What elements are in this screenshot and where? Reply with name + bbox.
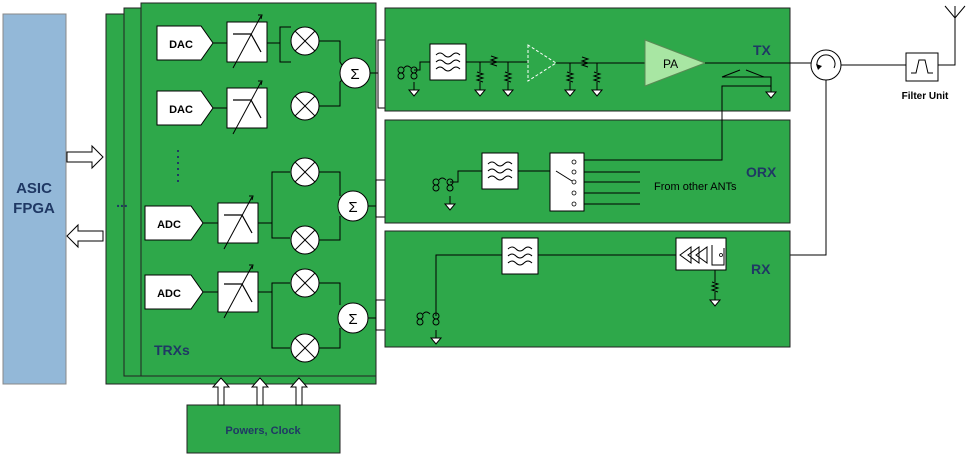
trx-label: TRXs bbox=[154, 342, 190, 358]
orx-other-ants-label: From other ANTs bbox=[654, 181, 737, 193]
power-clock-label: Powers, Clock bbox=[225, 425, 301, 437]
arrow-right-icon bbox=[66, 144, 104, 170]
adc-1-label: ADC bbox=[157, 219, 181, 231]
lpf-2 bbox=[226, 80, 268, 135]
rx-label: RX bbox=[751, 261, 771, 277]
orx-switch bbox=[549, 152, 585, 212]
mixer-1b bbox=[290, 91, 320, 121]
power-arrow-1-icon bbox=[211, 377, 231, 406]
dac-1-block bbox=[156, 25, 214, 61]
pa-label: PA bbox=[663, 57, 678, 71]
rx-summer-symbol: Σ bbox=[348, 311, 357, 328]
dac-2-label: DAC bbox=[169, 104, 193, 116]
orx-summer-symbol: Σ bbox=[348, 199, 357, 216]
mixer-3b bbox=[290, 225, 320, 255]
adc-2-label: ADC bbox=[157, 288, 181, 300]
antenna-icon bbox=[944, 5, 966, 19]
power-arrow-3-icon bbox=[289, 377, 309, 406]
adc-2-block bbox=[144, 274, 204, 310]
mixer-4a bbox=[290, 268, 320, 298]
adc-1-block bbox=[144, 205, 204, 241]
lpf-3 bbox=[217, 195, 259, 250]
asic-label-line2: FPGA bbox=[13, 200, 55, 217]
arrow-left-icon bbox=[66, 223, 104, 249]
dac-1-label: DAC bbox=[169, 39, 193, 51]
mixer-1a bbox=[290, 26, 320, 56]
tx-bpf bbox=[429, 43, 467, 81]
lpf-4 bbox=[217, 264, 259, 319]
mixer-4b bbox=[290, 333, 320, 363]
trx-ellipsis: ... bbox=[116, 194, 128, 210]
asic-fpga-block bbox=[2, 13, 67, 385]
asic-label-line1: ASIC bbox=[16, 180, 52, 197]
tx-driver-amp bbox=[527, 44, 557, 82]
filter-unit-label: Filter Unit bbox=[902, 91, 949, 102]
dac-2-block bbox=[156, 90, 214, 126]
trx-front-card bbox=[140, 2, 377, 377]
power-arrow-2-icon bbox=[250, 377, 270, 406]
rx-bpf bbox=[501, 237, 539, 275]
tx-label: TX bbox=[753, 42, 772, 58]
filter-unit-block bbox=[905, 52, 939, 82]
power-clock-block bbox=[186, 404, 341, 454]
orx-bpf bbox=[481, 152, 519, 190]
orx-label: ORX bbox=[746, 164, 777, 180]
pa-amplifier bbox=[644, 39, 707, 87]
rx-panel bbox=[384, 230, 791, 348]
tx-summer-symbol: Σ bbox=[350, 66, 359, 83]
mixer-3a bbox=[290, 157, 320, 187]
lpf-1 bbox=[226, 14, 268, 69]
